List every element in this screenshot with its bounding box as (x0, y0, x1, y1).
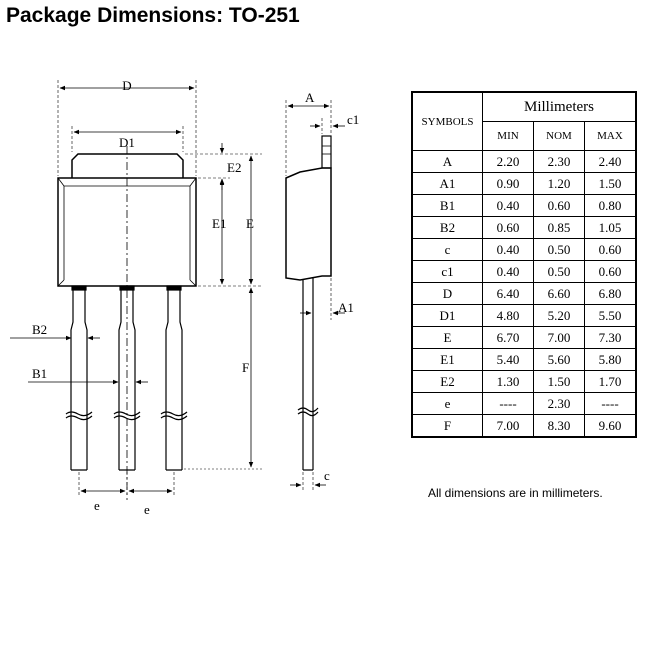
cell-max: 1.70 (584, 370, 637, 393)
label-e: E (246, 216, 254, 231)
label-d1: D1 (119, 135, 135, 150)
label-c: c (324, 468, 330, 483)
cell-nom: 5.60 (533, 348, 585, 371)
cell-max: ---- (584, 392, 637, 415)
symbols-header: SYMBOLS (411, 91, 483, 151)
cell-min: 4.80 (482, 304, 534, 327)
cell-sym: D1 (411, 304, 483, 327)
cell-nom: 2.30 (533, 392, 585, 415)
label-b2: B2 (32, 322, 47, 337)
cell-sym: A1 (411, 172, 483, 195)
unit-header: Millimeters (482, 91, 637, 122)
cell-min: 0.90 (482, 172, 534, 195)
cell-max: 0.60 (584, 260, 637, 283)
cell-min: ---- (482, 392, 534, 415)
cell-sym: F (411, 414, 483, 438)
cell-max: 0.60 (584, 238, 637, 261)
side-view (285, 100, 345, 492)
cell-nom: 0.60 (533, 194, 585, 217)
cell-max: 1.50 (584, 172, 637, 195)
cell-min: 7.00 (482, 414, 534, 438)
cell-nom: 8.30 (533, 414, 585, 438)
cell-nom: 1.20 (533, 172, 585, 195)
cell-max: 9.60 (584, 414, 637, 438)
cell-min: 0.40 (482, 260, 534, 283)
label-e2: E2 (227, 160, 241, 175)
cell-sym: E1 (411, 348, 483, 371)
cell-max: 2.40 (584, 150, 637, 173)
cell-min: 5.40 (482, 348, 534, 371)
cell-max: 5.80 (584, 348, 637, 371)
cell-max: 6.80 (584, 282, 637, 305)
cell-min: 6.70 (482, 326, 534, 349)
cell-min: 6.40 (482, 282, 534, 305)
table-row: e----2.30---- (411, 392, 637, 415)
min-header: MIN (482, 121, 534, 151)
cell-sym: E (411, 326, 483, 349)
label-e-pitch-2: e (144, 502, 150, 517)
cell-sym: c1 (411, 260, 483, 283)
label-f: F (242, 360, 249, 375)
cell-sym: D (411, 282, 483, 305)
label-a1: A1 (338, 300, 354, 315)
cell-nom: 7.00 (533, 326, 585, 349)
label-b1: B1 (32, 366, 47, 381)
cell-sym: B2 (411, 216, 483, 239)
cell-nom: 5.20 (533, 304, 585, 327)
units-note: All dimensions are in millimeters. (428, 486, 603, 500)
cell-min: 0.60 (482, 216, 534, 239)
cell-sym: c (411, 238, 483, 261)
nom-header: NOM (533, 121, 585, 151)
cell-nom: 6.60 (533, 282, 585, 305)
cell-sym: A (411, 150, 483, 173)
page-title: Package Dimensions: TO-251 (6, 4, 300, 27)
cell-max: 5.50 (584, 304, 637, 327)
label-a: A (305, 90, 315, 105)
cell-min: 2.20 (482, 150, 534, 173)
max-header: MAX (584, 121, 637, 151)
label-e1: E1 (212, 216, 226, 231)
front-view (10, 80, 262, 500)
cell-min: 0.40 (482, 194, 534, 217)
cell-nom: 1.50 (533, 370, 585, 393)
cell-max: 0.80 (584, 194, 637, 217)
cell-nom: 2.30 (533, 150, 585, 173)
label-d: D (122, 78, 131, 93)
cell-max: 7.30 (584, 326, 637, 349)
label-c1: c1 (347, 112, 359, 127)
cell-min: 0.40 (482, 238, 534, 261)
cell-max: 1.05 (584, 216, 637, 239)
cell-min: 1.30 (482, 370, 534, 393)
cell-nom: 0.50 (533, 238, 585, 261)
cell-nom: 0.85 (533, 216, 585, 239)
cell-sym: e (411, 392, 483, 415)
cell-sym: E2 (411, 370, 483, 393)
label-e-pitch-1: e (94, 498, 100, 513)
cell-sym: B1 (411, 194, 483, 217)
cell-nom: 0.50 (533, 260, 585, 283)
